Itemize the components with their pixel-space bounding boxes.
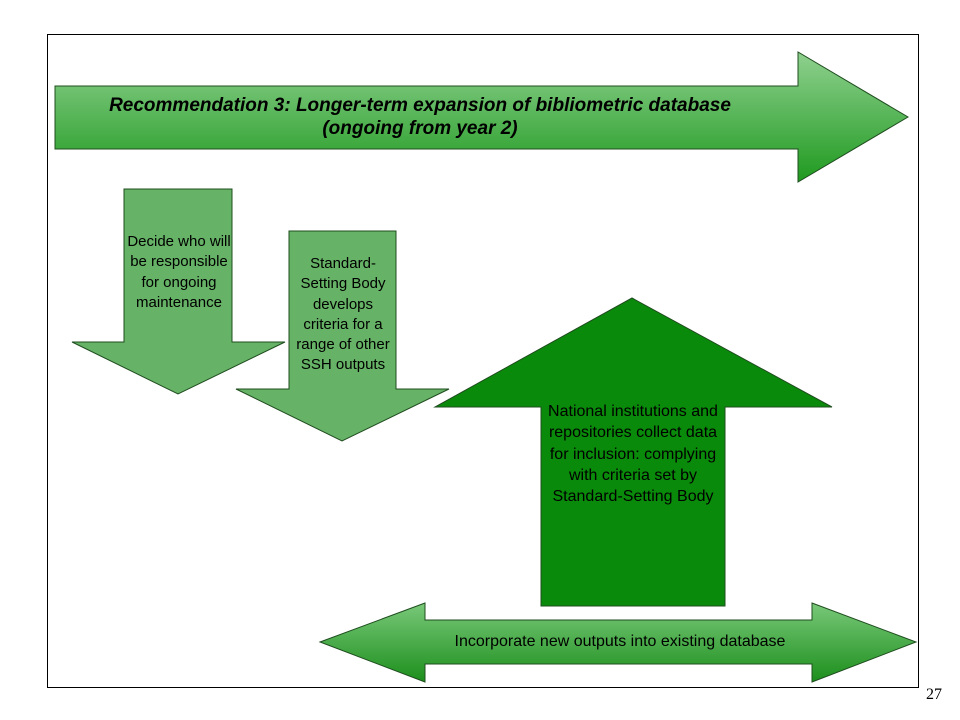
down-arrow-decide <box>71 188 286 395</box>
banner-arrow <box>54 51 909 183</box>
double-arrow-incorporate <box>318 602 918 683</box>
standard-label: Standard-Setting Body develops criteria … <box>296 255 390 374</box>
incorporate-label: Incorporate new outputs into existing da… <box>454 633 786 650</box>
page-number: 27 <box>926 686 942 703</box>
banner-title: Recommendation 3: Longer-term expansion … <box>60 94 780 140</box>
decide-label: Decide who will be responsible for ongoi… <box>127 233 231 311</box>
slide-frame <box>47 34 919 688</box>
banner-title-line1: Recommendation 3: Longer-term expansion … <box>109 95 731 116</box>
up-arrow-national <box>433 297 833 607</box>
national-label: National institutions and repositories c… <box>548 403 718 506</box>
banner-title-line2: (ongoing from year 2) <box>322 118 518 140</box>
down-arrow-standard <box>235 230 450 442</box>
